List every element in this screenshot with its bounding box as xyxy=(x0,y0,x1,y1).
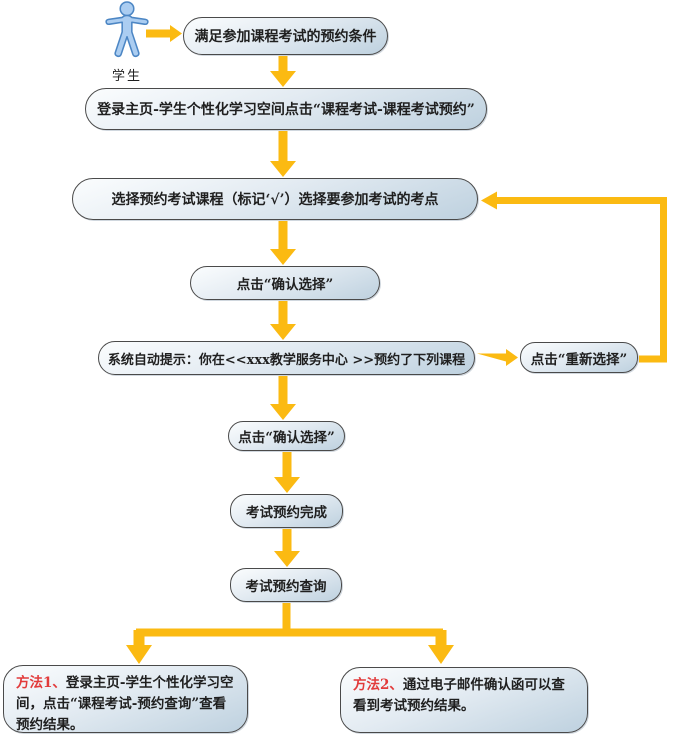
arrowhead-loop-to-select xyxy=(481,191,497,210)
person-icon xyxy=(105,1,149,58)
arrow-prompt-to-confirm2 xyxy=(270,376,296,420)
method2-text: 通过电子邮件确认函可以查看到考试预约结果。 xyxy=(353,677,565,714)
method2-prefix: 方法2、 xyxy=(353,677,403,693)
arrow-login-to-select xyxy=(270,131,296,177)
arrow-precondition-to-login xyxy=(270,56,296,87)
node-reselect: 点击“重新选择” xyxy=(520,342,638,373)
connector-reselect-loop xyxy=(496,197,667,363)
node-system-prompt: 系统自动提示：你在<<xxx教学服务中心 >>预约了下列课程 xyxy=(98,341,475,375)
node-login: 登录主页-学生个性化学习空间点击“课程考试-课程考试预约” xyxy=(85,88,487,130)
node-method1: 方法1、登录主页-学生个性化学习空间，点击“课程考试-预约查询”查看预约结果。 xyxy=(3,665,248,733)
method1-prefix: 方法1、 xyxy=(16,675,66,691)
arrow-confirm1-to-prompt xyxy=(270,301,296,340)
node-reservation-complete: 考试预约完成 xyxy=(230,494,343,528)
node-reservation-query: 考试预约查询 xyxy=(230,568,342,602)
node-select-course: 选择预约考试课程（标记‘√’）选择要参加考试的考点 xyxy=(72,178,478,220)
arrow-prompt-to-reselect xyxy=(477,349,518,366)
node-confirm-selection-2: 点击“确认选择” xyxy=(228,421,345,451)
student-actor: 学生 xyxy=(101,1,153,84)
arrow-select-to-confirm1 xyxy=(270,221,296,265)
arrow-complete-to-query xyxy=(274,529,300,567)
method1-text: 登录主页-学生个性化学习空间，点击“课程考试-预约查询”查看预约结果。 xyxy=(16,675,234,733)
arrowhead-split-to-method1 xyxy=(126,645,152,664)
node-method2: 方法2、通过电子邮件确认函可以查看到考试预约结果。 xyxy=(340,667,588,733)
node-confirm-selection-1: 点击“确认选择” xyxy=(190,266,380,300)
node-precondition: 满足参加课程考试的预约条件 xyxy=(183,17,388,55)
arrow-actor-to-precondition xyxy=(146,25,182,42)
arrow-confirm2-to-complete xyxy=(274,452,300,493)
arrowhead-split-to-method2 xyxy=(428,645,454,664)
connector-query-split xyxy=(136,603,443,637)
actor-label: 学生 xyxy=(111,69,142,84)
